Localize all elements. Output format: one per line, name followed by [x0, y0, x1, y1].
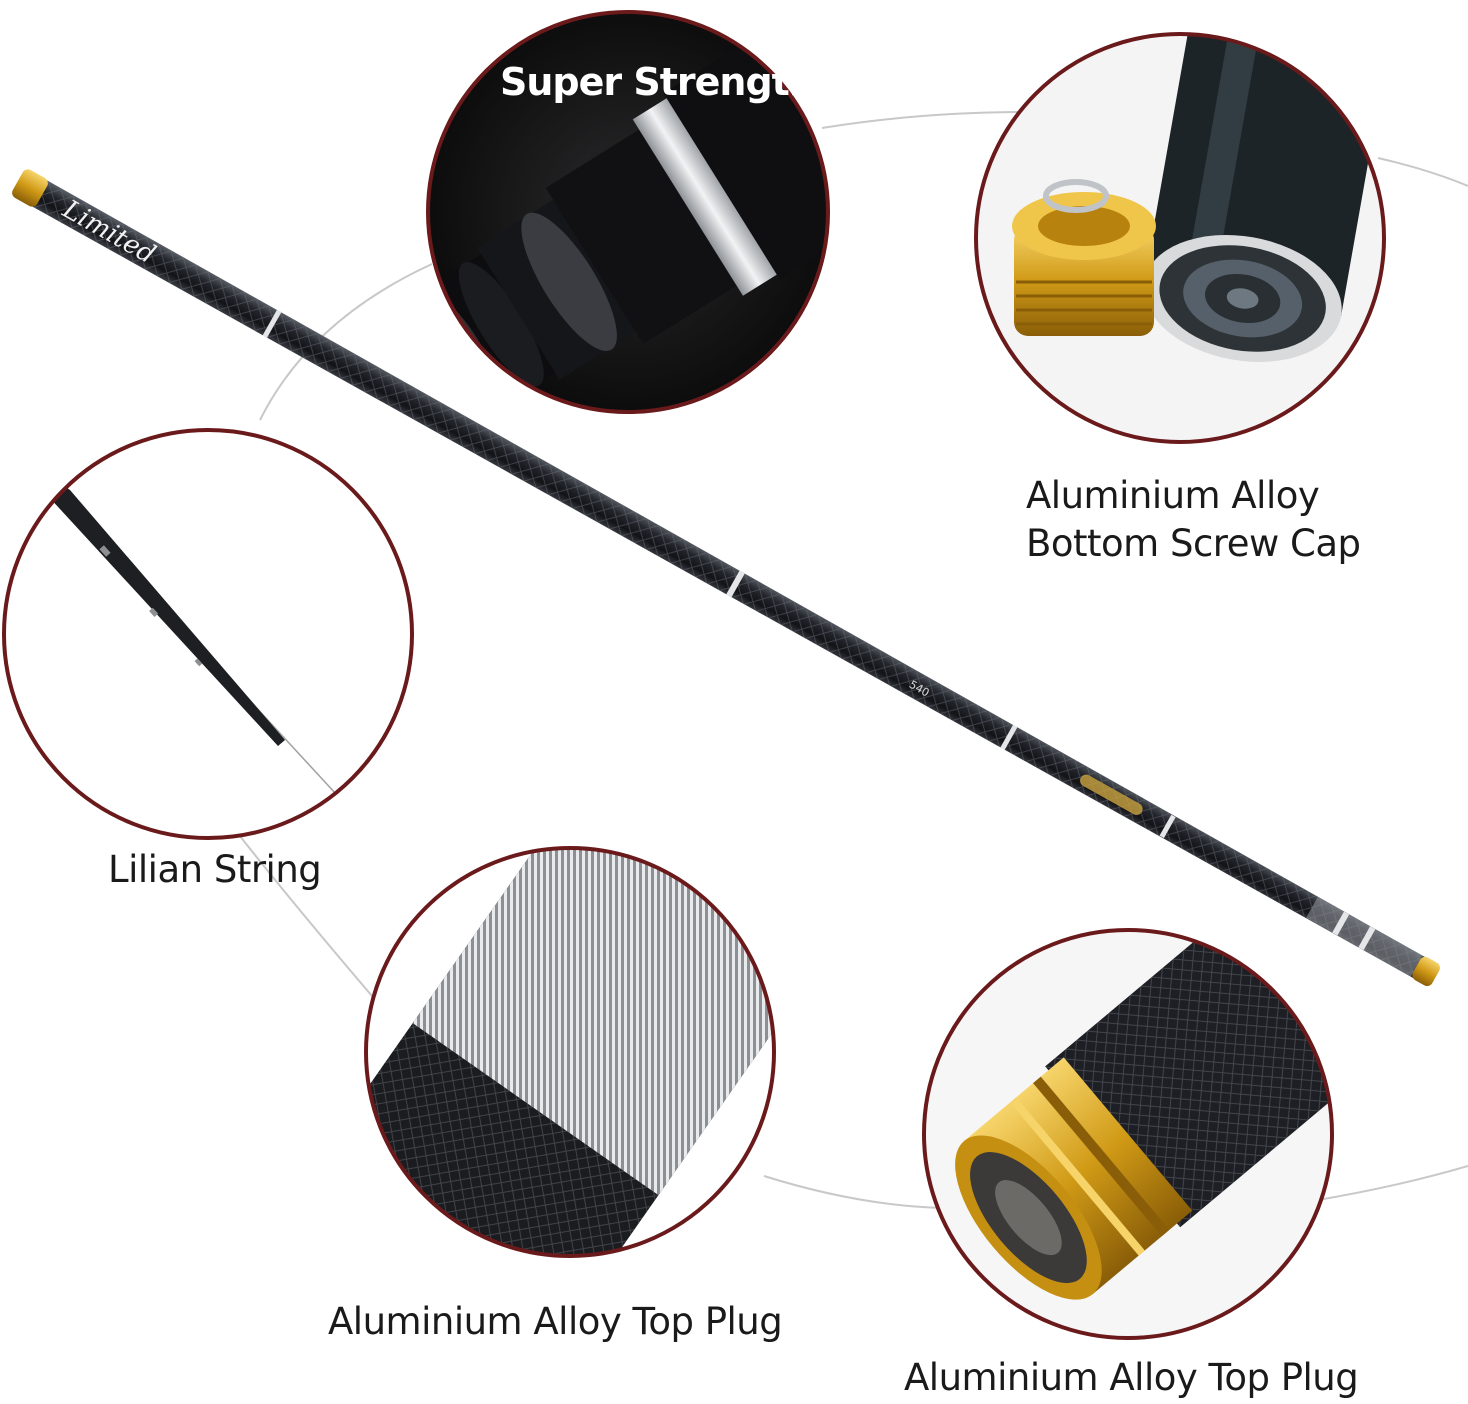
rod-tip-cap: [12, 169, 48, 207]
top-plug-caption-1: Aluminium Alloy Top Plug: [328, 1300, 783, 1343]
connector-lines: [231, 111, 1468, 1209]
bottom-cap-caption-line2: Bottom Screw Cap: [1026, 522, 1361, 565]
detail-circle-bottom-screw-cap: [974, 32, 1386, 444]
rod-butt-cap: [1412, 956, 1440, 987]
top-plug-caption-2: Aluminium Alloy Top Plug: [904, 1356, 1359, 1399]
super-strength-title: Super Strength: [500, 60, 816, 104]
bottom-screw-cap-caption: Aluminium Alloy Bottom Screw Cap: [1026, 472, 1361, 568]
lilian-string-caption: Lilian String: [108, 848, 322, 891]
gold-screw-cap: [1012, 179, 1156, 336]
detail-circle-top-plug-gold: [922, 928, 1334, 1340]
rod-brand-script: Limited: [57, 194, 161, 270]
detail-circle-lilian-string: [2, 428, 414, 840]
bottom-cap-caption-line1: Aluminium Alloy: [1026, 474, 1320, 517]
